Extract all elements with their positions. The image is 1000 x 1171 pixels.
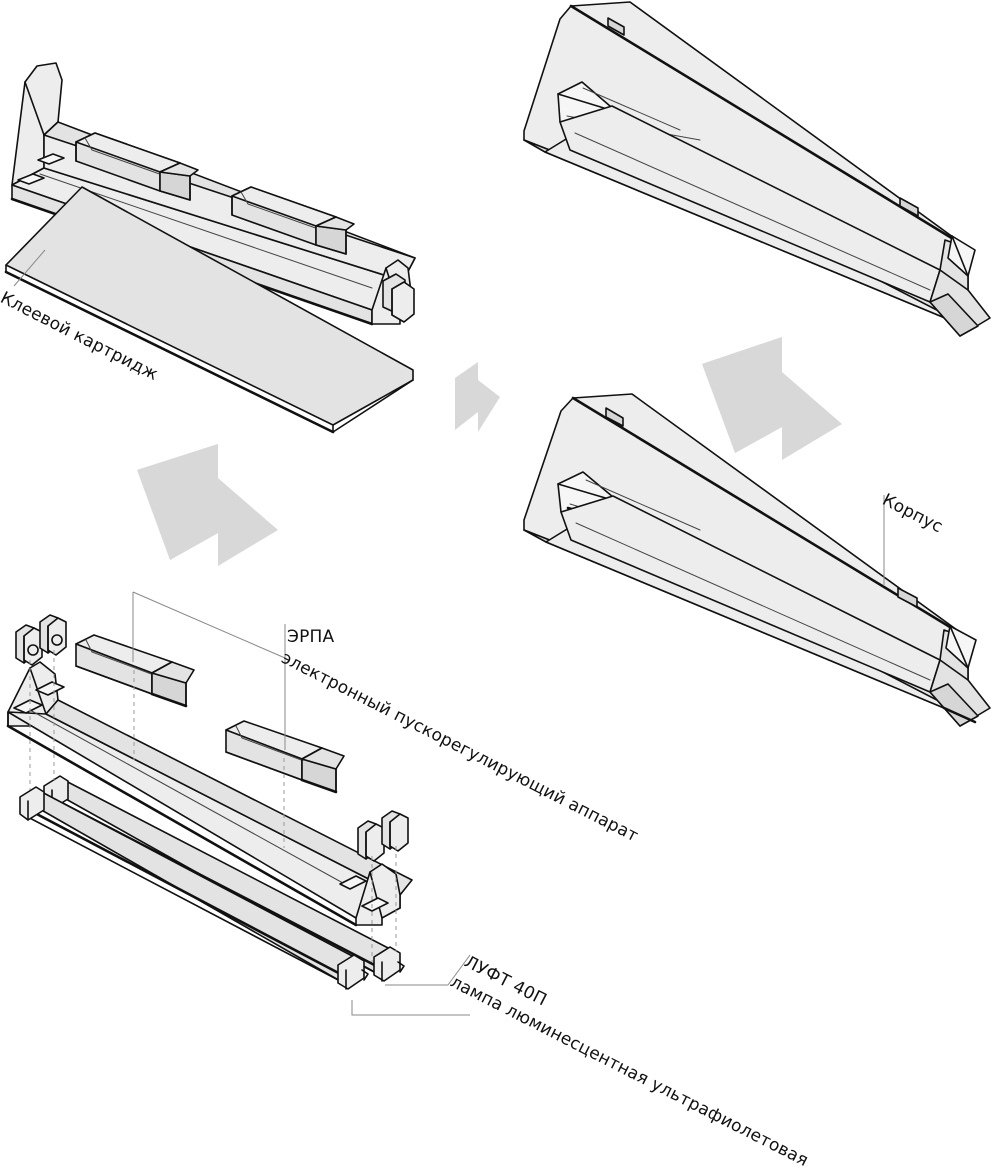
- arrow-assembly-right: [455, 362, 500, 432]
- part-housing-assembled: [523, 1, 991, 337]
- part-lamp-holders-right: [357, 810, 409, 862]
- part-lamp-holders-left: [15, 614, 67, 666]
- leader-lines: [132, 591, 471, 1016]
- leader-lamp-diagonal: [447, 954, 471, 986]
- part-housing-empty: [523, 393, 991, 727]
- arrow-assembly-up-right: [702, 337, 842, 460]
- part-ballast-2: [225, 720, 345, 794]
- part-lamp-2: [19, 786, 369, 990]
- assembly-guides: [29, 650, 397, 962]
- part-ballast-1: [75, 634, 195, 708]
- part-glue-sheet: [4, 186, 414, 434]
- leader-glue-cartridge: [13, 249, 46, 287]
- part-base-plate: [6, 661, 413, 927]
- arrow-assembly-up-left: [137, 444, 278, 566]
- label-ballast-abbr: ЭРПА: [287, 627, 335, 647]
- leader-lamp-base: [351, 1000, 470, 1016]
- leader-ballast-diagonal: [132, 591, 286, 659]
